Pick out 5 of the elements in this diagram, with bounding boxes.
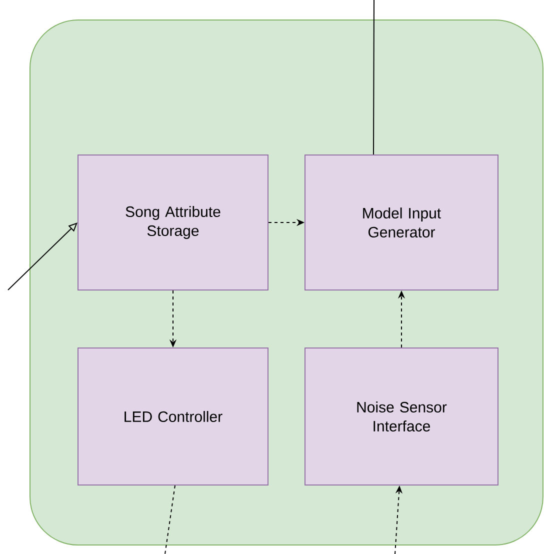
arrow bbox=[8, 222, 78, 290]
process-box: Noise Sensor Interface bbox=[304, 348, 498, 486]
process-box: Song Attribute Storage bbox=[78, 154, 268, 290]
process-box: LED Controller bbox=[78, 348, 268, 486]
process-box: Model Input Generator bbox=[304, 154, 498, 290]
